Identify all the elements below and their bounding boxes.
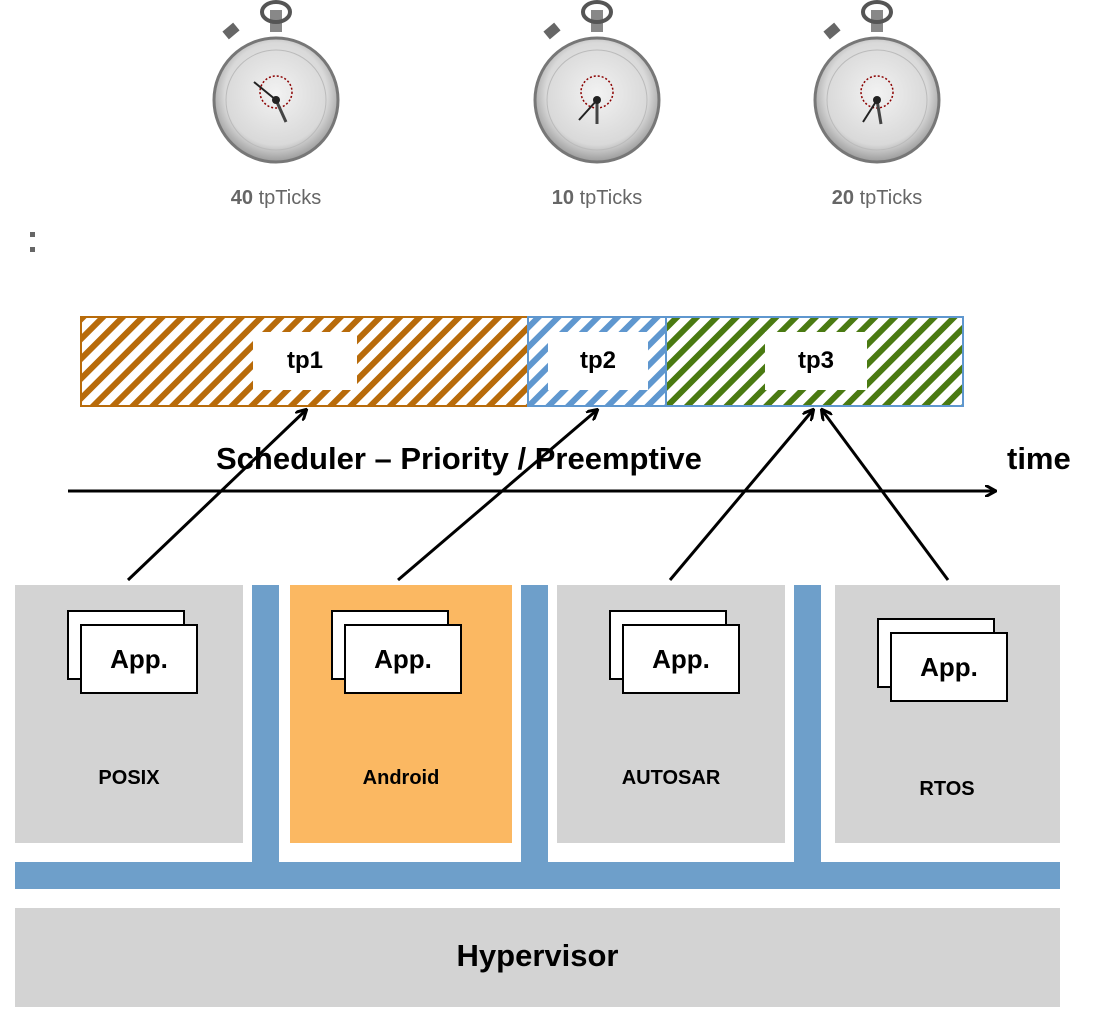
arrow-rtos-tp3	[822, 410, 950, 581]
os-label-rtos: RTOS	[919, 778, 975, 800]
stopwatch-label: 10 tpTicks	[497, 187, 697, 210]
bus-post	[252, 585, 279, 875]
app-card: App.	[890, 632, 1008, 702]
bus-post	[794, 585, 821, 875]
scheduler-title: Scheduler – Priority / Preemptive	[216, 441, 702, 476]
stopwatch-label: 40 tpTicks	[176, 187, 376, 210]
tick-value: 40	[230, 187, 254, 209]
arrow-android-tp2	[397, 410, 597, 582]
os-label-posix: POSIX	[98, 767, 160, 789]
hypervisor-box	[15, 908, 1060, 1007]
tick-unit: tpTicks	[579, 187, 643, 209]
stopwatch-icon	[813, 0, 941, 164]
stopwatch-icon	[533, 0, 661, 164]
time-axis-label: time	[1007, 441, 1071, 476]
arrow-autosar-tp3	[668, 410, 813, 581]
edge-mark	[30, 232, 35, 237]
app-card: App.	[622, 624, 740, 694]
hypervisor-label: Hypervisor	[456, 938, 619, 973]
bus-post	[521, 585, 548, 875]
os-label-android: Android	[362, 767, 440, 789]
partition-label-tp3: tp3	[765, 332, 867, 390]
tick-unit: tpTicks	[859, 187, 923, 209]
tick-value: 20	[831, 187, 855, 209]
arrow-posix-tp1	[126, 410, 306, 582]
stopwatch-label: 20 tpTicks	[777, 187, 977, 210]
stopwatch-icon	[212, 0, 340, 164]
edge-mark	[30, 247, 35, 252]
app-card: App.	[344, 624, 462, 694]
tick-value: 10	[551, 187, 575, 209]
partition-label-tp2: tp2	[548, 332, 648, 390]
tick-unit: tpTicks	[258, 187, 322, 209]
app-card: App.	[80, 624, 198, 694]
os-label-autosar: AUTOSAR	[621, 767, 721, 789]
partition-label-tp1: tp1	[253, 332, 357, 390]
